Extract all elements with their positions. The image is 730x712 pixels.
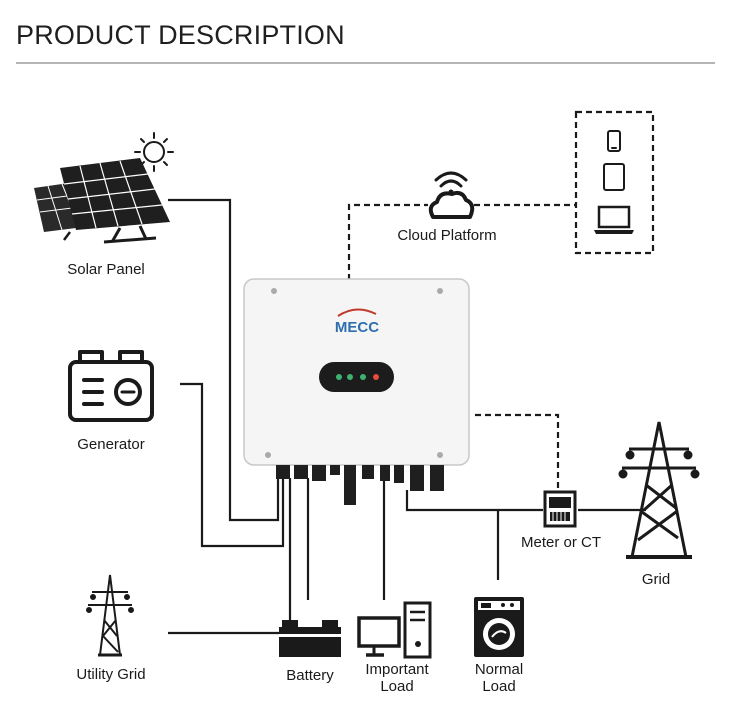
cloud-platform-label: Cloud Platform xyxy=(397,227,496,244)
communication-lines xyxy=(347,110,655,490)
sun-icon xyxy=(134,132,174,172)
solar-panel-icon xyxy=(34,158,170,244)
tablet-icon xyxy=(603,163,625,191)
laptop-icon xyxy=(594,205,634,234)
inverter: MECC xyxy=(243,278,470,505)
generator-label: Generator xyxy=(77,436,145,453)
washing-machine-icon xyxy=(474,597,524,657)
meter-icon xyxy=(543,490,577,528)
inverter-connectors xyxy=(276,465,444,505)
phone-icon xyxy=(607,130,621,152)
transmission-tower-icon xyxy=(86,574,134,657)
battery-label: Battery xyxy=(286,667,334,684)
computer-icon xyxy=(357,601,432,659)
important-load-label-line2: Load xyxy=(380,678,413,695)
grid-label: Grid xyxy=(642,571,670,588)
normal-load-label-line1: Normal xyxy=(475,661,523,678)
battery-icon xyxy=(279,620,341,657)
normal-load-label-line2: Load xyxy=(482,678,515,695)
utility-grid-label: Utility Grid xyxy=(76,666,145,683)
transmission-tower-icon xyxy=(618,421,700,559)
important-load-label-line1: Important xyxy=(365,661,429,678)
inverter-brand: MECC xyxy=(335,319,379,336)
generator-icon xyxy=(68,350,154,422)
wiring xyxy=(168,198,646,635)
cloud-wifi-icon xyxy=(428,171,475,219)
meter-label: Meter or CT xyxy=(521,534,601,551)
page-title: PRODUCT DESCRIPTION xyxy=(16,20,345,50)
solar-panel-label: Solar Panel xyxy=(67,261,145,278)
